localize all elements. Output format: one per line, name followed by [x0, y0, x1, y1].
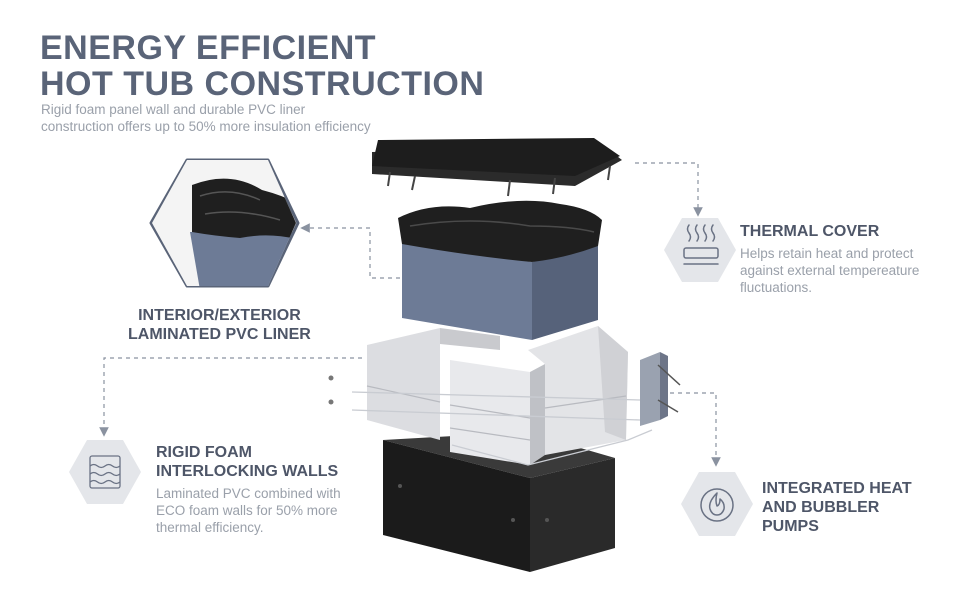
- cover-connector: [635, 162, 703, 217]
- thermal-cover-feature: THERMAL COVER Helps retain heat and prot…: [740, 222, 940, 296]
- heat-waves-icon: [683, 224, 719, 265]
- foam-walls-feature: RIGID FOAM INTERLOCKING WALLS Laminated …: [156, 443, 361, 536]
- foam-layers-icon: [89, 455, 121, 489]
- pumps-feature: INTEGRATED HEAT AND BUBBLER PUMPS: [762, 479, 952, 536]
- foam-walls-title-line-1: RIGID FOAM: [156, 444, 252, 461]
- flame-icon: [700, 488, 734, 522]
- pumps-connector: [670, 392, 721, 467]
- connector-lines: [99, 162, 721, 467]
- title-line-1: ENERGY EFFICIENT: [40, 29, 377, 67]
- thermal-cover-title: THERMAL COVER: [740, 223, 880, 240]
- foam-walls-title-line-2: INTERLOCKING WALLS: [156, 463, 339, 480]
- thermal-cover: [372, 138, 622, 197]
- pumps-title-line-2: AND BUBBLER: [762, 499, 880, 516]
- page-title: ENERGY EFFICIENT HOT TUB CONSTRUCTION: [40, 30, 484, 102]
- walls-icon-badge: [69, 440, 141, 504]
- liner-closeup-inset: [149, 158, 300, 288]
- foam-wall-panels: [328, 326, 653, 466]
- pump-unit: [640, 352, 681, 426]
- liner-connector: [300, 223, 400, 279]
- page-subtitle: Rigid foam panel wall and durable PVC li…: [41, 102, 371, 134]
- liner-label: INTERIOR/EXTERIOR LAMINATED PVC LINER: [128, 306, 311, 344]
- cover-icon-badge: [664, 218, 736, 282]
- liner-title-line-1: INTERIOR/EXTERIOR: [138, 307, 301, 324]
- foam-walls-description: Laminated PVC combined with ECO foam wal…: [156, 486, 341, 535]
- walls-connector: [99, 357, 362, 437]
- pumps-title-line-1: INTEGRATED HEAT: [762, 480, 912, 497]
- title-line-2: HOT TUB CONSTRUCTION: [40, 65, 485, 103]
- tub-liner: [398, 200, 602, 340]
- pumps-title-line-3: PUMPS: [762, 518, 819, 535]
- liner-title-line-2: LAMINATED PVC LINER: [128, 326, 311, 343]
- thermal-cover-description: Helps retain heat and protect against ex…: [740, 246, 920, 295]
